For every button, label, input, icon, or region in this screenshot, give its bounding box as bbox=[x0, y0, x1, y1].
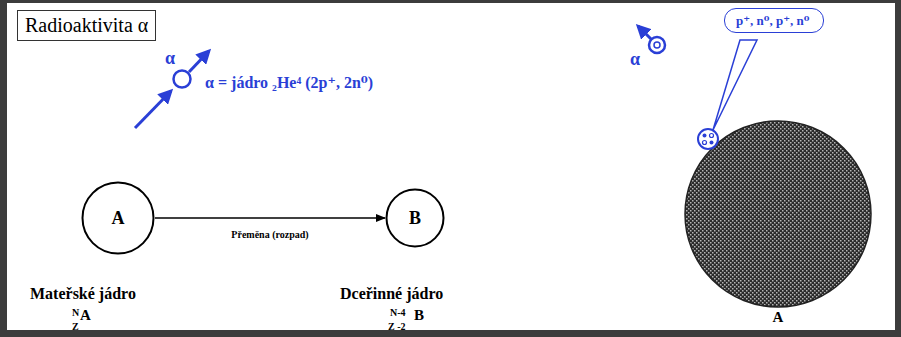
nucleus-circle bbox=[685, 121, 871, 307]
alpha-particle bbox=[649, 37, 665, 53]
nucleus-circle bbox=[387, 190, 444, 247]
node-label: A bbox=[684, 310, 872, 325]
element-symbol: A bbox=[80, 306, 91, 324]
title-text: Radioaktivita α bbox=[25, 14, 148, 36]
alpha-cluster bbox=[698, 129, 718, 149]
caption-parent: Mateřské jádro bbox=[30, 285, 136, 303]
alpha-particle-core bbox=[654, 42, 660, 48]
mass-number: N bbox=[72, 302, 79, 320]
emission-arrow bbox=[189, 51, 209, 72]
caption-daughter-text: Dceřinné jádro bbox=[340, 285, 443, 302]
node-label: A bbox=[112, 209, 125, 227]
atomic-number-text: Z bbox=[72, 321, 79, 332]
transformation-arrow bbox=[155, 217, 385, 219]
nucleus-circle bbox=[83, 183, 154, 254]
definition-text: α = jádro ₂He⁴ (2p⁺, 2n⁰) bbox=[205, 74, 373, 92]
parent-nucleus: A bbox=[81, 181, 155, 255]
title-box: Radioaktivita α bbox=[17, 10, 156, 41]
nucleon-dot bbox=[703, 134, 707, 138]
node-label: B bbox=[409, 209, 421, 227]
daughter-nucleus: B bbox=[385, 188, 445, 248]
hatched-nucleus: A bbox=[684, 120, 872, 325]
nucleon-dot bbox=[703, 141, 707, 145]
atomic-number: Z bbox=[72, 316, 79, 334]
definition-text-text: α = jádro ₂He⁴ (2p⁺, 2n⁰) bbox=[205, 74, 373, 91]
element-symbol: B bbox=[414, 306, 424, 324]
caption-parent-text: Mateřské jádro bbox=[30, 285, 136, 302]
element-symbol-text: B bbox=[414, 307, 424, 323]
nucleon-dot bbox=[710, 141, 714, 145]
nucleon-callout: p⁺, n⁰, p⁺, n⁰ bbox=[724, 8, 824, 33]
atomic-number-text: Z -2 bbox=[388, 321, 406, 332]
mass-number-text: N bbox=[72, 307, 79, 318]
nucleon-dot bbox=[710, 134, 714, 138]
particle-symbol-text: α bbox=[630, 49, 640, 69]
particle-symbol: α bbox=[630, 50, 640, 69]
atomic-number: Z -2 bbox=[388, 316, 406, 334]
alpha-particle bbox=[174, 71, 191, 88]
node-label: p⁺, n⁰, p⁺, n⁰ bbox=[736, 14, 812, 27]
emission-arrow bbox=[135, 91, 171, 128]
element-symbol-text: A bbox=[80, 307, 91, 323]
particle-symbol: α bbox=[165, 49, 175, 68]
emission-arrow bbox=[638, 26, 651, 39]
edge-label: Přeměna (rozpad) bbox=[229, 224, 310, 242]
mass-number-text: N-4 bbox=[390, 307, 406, 318]
callout-tail bbox=[713, 40, 757, 130]
mass-number: N-4 bbox=[390, 302, 406, 320]
caption-daughter: Dceřinné jádro bbox=[340, 285, 443, 303]
edge-label-text: Přeměna (rozpad) bbox=[229, 229, 310, 240]
particle-symbol-text: α bbox=[165, 48, 175, 68]
